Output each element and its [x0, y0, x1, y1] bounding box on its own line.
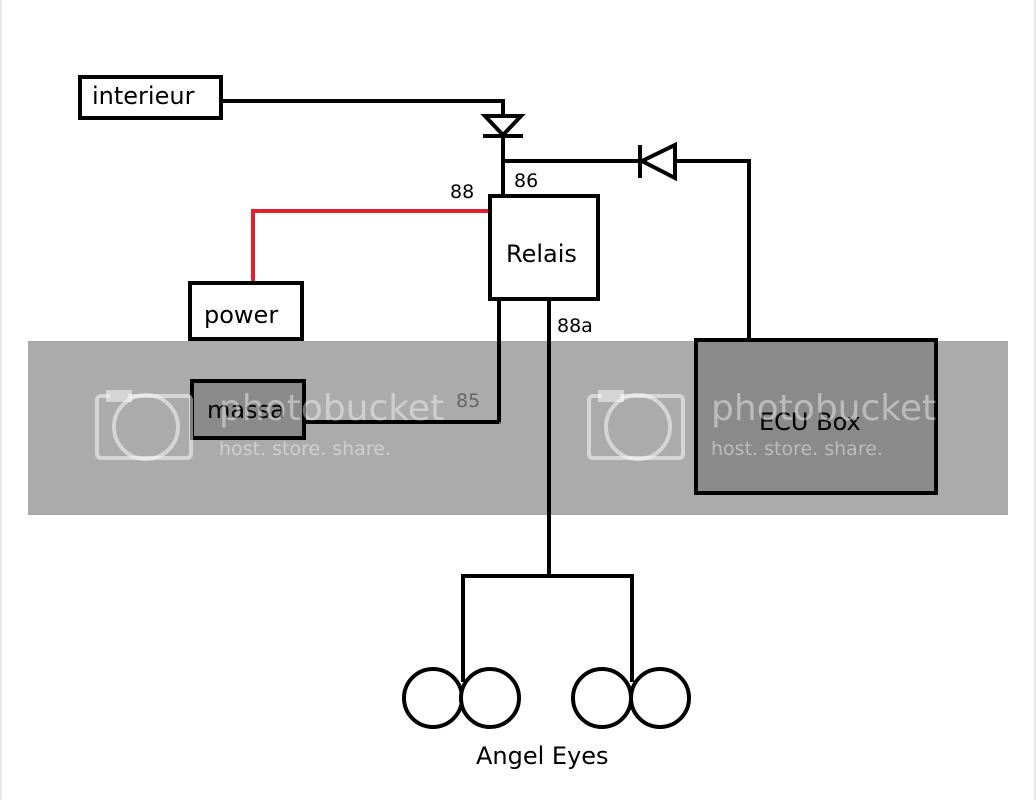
- watermark-right: photobucket host. store. share.: [587, 388, 936, 461]
- wire-ecu-feed: [674, 159, 751, 342]
- relais-label: Relais: [506, 240, 577, 268]
- massa-label: massa: [207, 396, 285, 424]
- angel-eyes-right: [571, 667, 691, 729]
- box-interieur: interieur: [78, 75, 223, 120]
- wires-in-band: [305, 341, 551, 515]
- box-relais: Relais: [488, 194, 600, 301]
- watermark-brand: photobucket: [219, 388, 444, 429]
- camera-icon: [95, 390, 193, 461]
- wire-power-88: [251, 209, 492, 284]
- wire-angel-eyes-split: [461, 574, 634, 682]
- box-ecu: ECU Box: [694, 338, 938, 495]
- wire-interieur: [220, 99, 505, 117]
- ecu-box-label: ECU Box: [759, 408, 861, 436]
- watermark-left: photobucket host. store. share.: [95, 388, 444, 461]
- left-border: [0, 0, 2, 800]
- watermark-tagline: host. store. share.: [219, 438, 391, 460]
- angel-eyes-label: Angel Eyes: [476, 742, 609, 770]
- interieur-label: interieur: [92, 82, 195, 110]
- power-label: power: [204, 301, 278, 329]
- box-power: power: [188, 281, 304, 341]
- watermark-brand: photobucket: [711, 388, 936, 429]
- pin-88-label: 88: [450, 181, 474, 203]
- angel-eyes-left: [402, 667, 521, 729]
- right-border: [1034, 0, 1036, 800]
- pin-86-label: 86: [514, 170, 538, 192]
- diode-vertical: [480, 114, 526, 138]
- watermark-tagline: host. store. share.: [711, 438, 883, 460]
- pin-88a-label: 88a: [557, 315, 593, 337]
- diode-horizontal: [637, 141, 677, 182]
- camera-icon: [587, 390, 685, 461]
- angel-eyes-leads: [461, 576, 634, 681]
